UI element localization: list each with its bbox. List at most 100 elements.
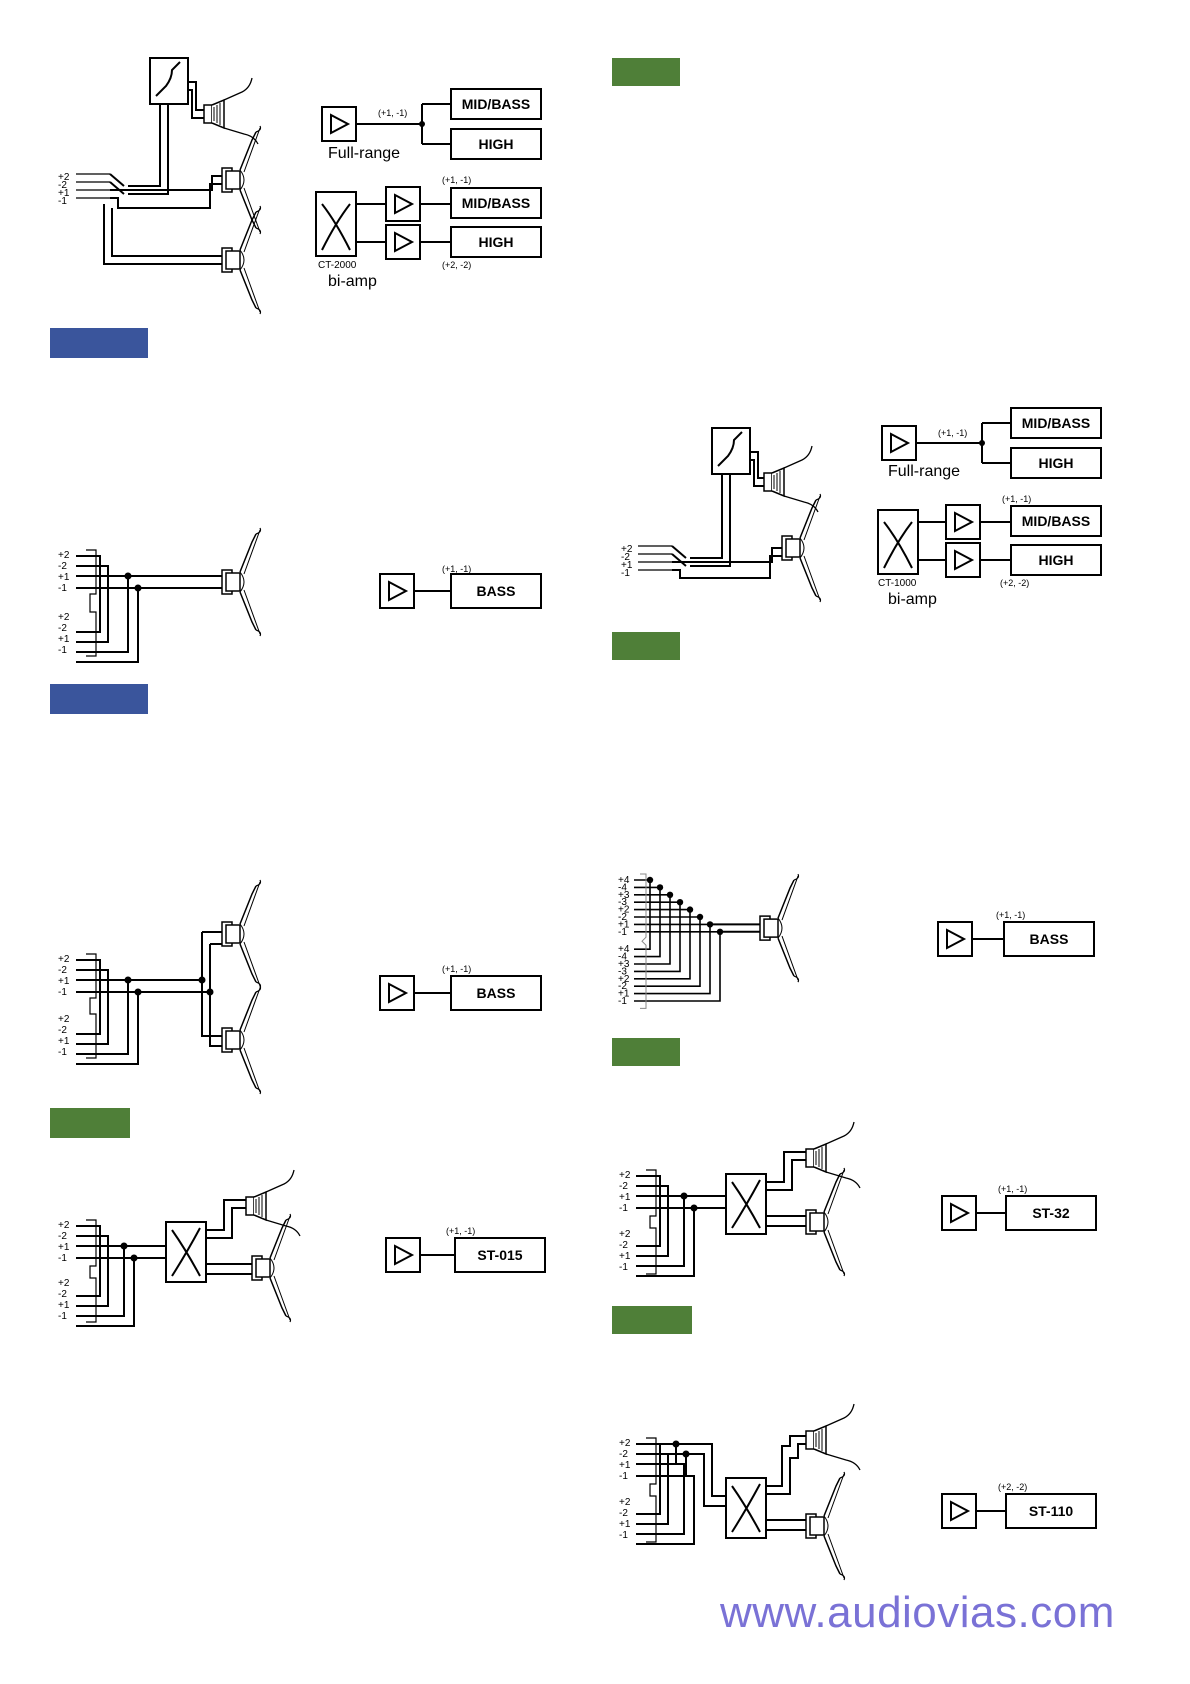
section-tab-green (612, 1038, 680, 1066)
svg-text:+1: +1 (619, 1251, 631, 1262)
terminal-label: +4 (618, 875, 630, 886)
svg-text:+2: +2 (619, 1497, 631, 1508)
svg-text:+2: +2 (58, 612, 70, 623)
svg-text:-2: -2 (619, 1449, 628, 1460)
svg-text:-1: -1 (619, 1471, 628, 1482)
svg-text:+2: +2 (619, 1438, 631, 1449)
junction-dot (676, 899, 684, 906)
st015-diagram: +2 -2 +1 -1 +2 -2 +1 -1 (58, 1169, 301, 1327)
svg-text:-2: -2 (621, 552, 630, 563)
terminal-label: -3 (618, 966, 627, 977)
terminal-label: -3 (618, 897, 627, 908)
svg-text:-2: -2 (58, 965, 67, 976)
amplifier-icon (385, 186, 421, 222)
st32-wiring: (+1, -1) ST-32 (941, 1184, 1097, 1231)
svg-text:-2: -2 (58, 1231, 67, 1242)
terminal-label: +2 (618, 905, 630, 916)
output-label: BASS (1030, 931, 1069, 947)
bass-single-wiring: (+1, -1) BASS (379, 564, 542, 609)
svg-text:-2: -2 (58, 561, 67, 572)
section-tab-green (612, 1306, 692, 1334)
amp-polarity-note: (+1, -1) (938, 428, 967, 438)
output-label: ST-110 (1029, 1503, 1074, 1519)
polarity-note: (+1, -1) (996, 910, 1025, 920)
svg-text:-1: -1 (58, 987, 67, 998)
junction-dot (686, 906, 694, 913)
amplifier-icon (945, 504, 981, 540)
svg-text:-2: -2 (58, 1025, 67, 1036)
section-tab-blue (50, 684, 148, 714)
svg-text:-1: -1 (58, 583, 67, 594)
output-label: ST-015 (477, 1247, 522, 1263)
speaker-icon (759, 873, 800, 983)
output-label: MID/BASS (1022, 415, 1090, 431)
output-label: MID/BASS (462, 195, 530, 211)
terminal-strip: +2 -2 +1 -1 (58, 172, 110, 207)
output-label: HIGH (479, 136, 514, 152)
svg-text:+2: +2 (58, 1278, 70, 1289)
terminal-label: -4 (618, 882, 627, 893)
svg-text:+2: +2 (58, 550, 70, 561)
tweeter-icon (203, 77, 259, 145)
svg-text:+1: +1 (58, 1300, 70, 1311)
terminal-label: +4 (618, 944, 630, 955)
st110-wiring: (+2, -2) ST-110 (941, 1482, 1097, 1529)
svg-text:+1: +1 (58, 1036, 70, 1047)
output-label: HIGH (1039, 455, 1074, 471)
speaker-icon (221, 985, 262, 1095)
svg-text:+1: +1 (619, 1519, 631, 1530)
amplifier-icon (945, 542, 981, 578)
bass-dual-diagram: +2 -2 +1 -1 +2 -2 +1 -1 (58, 879, 262, 1095)
polarity-note: (+2, -2) (442, 260, 471, 270)
svg-text:-2: -2 (619, 1240, 628, 1251)
svg-text:-1: -1 (619, 1203, 628, 1214)
amp-polarity-note: (+1, -1) (378, 108, 407, 118)
section-tab-blue (50, 328, 148, 358)
speaker-icon (805, 1167, 846, 1277)
bass-big-wiring: (+1, -1) BASS (937, 910, 1095, 957)
tweeter-icon (763, 445, 819, 513)
polarity-note: (+1, -1) (442, 964, 471, 974)
svg-text:-2: -2 (619, 1508, 628, 1519)
svg-text:-2: -2 (58, 1289, 67, 1300)
terminal-label: -1 (618, 927, 627, 938)
st015-wiring: (+1, -1) ST-015 (385, 1226, 546, 1273)
polarity-note: (+1, -1) (442, 564, 471, 574)
amplifier-icon (385, 1237, 421, 1273)
polarity-note: (+1, -1) (1002, 494, 1031, 504)
bass-big-diagram: +4-4+3-3+2-2+1-1+4-4+3-3+2-2+1-1 (618, 873, 800, 1009)
output-label: BASS (477, 583, 516, 599)
amplifier-icon (385, 224, 421, 260)
output-label: HIGH (479, 234, 514, 250)
polarity-note: (+2, -2) (998, 1482, 1027, 1492)
bi-amp-caption: bi-amp (888, 591, 937, 608)
terminal-label: -1 (58, 196, 67, 207)
polarity-note: (+1, -1) (446, 1226, 475, 1236)
section-tab-green (612, 58, 680, 86)
bass-single-diagram: +2 -2 +1 -1 +2 -2 +1 -1 (58, 527, 262, 663)
speaker-icon (251, 1213, 292, 1323)
amplifier-icon (379, 975, 415, 1011)
amplifier-icon (881, 425, 917, 461)
junction-dot (646, 876, 654, 884)
svg-text:-1: -1 (58, 1311, 67, 1322)
speaker-icon (221, 125, 262, 235)
svg-text:+1: +1 (619, 1460, 631, 1471)
output-label: BASS (477, 985, 516, 1001)
crossover-model: CT-2000 (318, 260, 357, 271)
output-label: ST-32 (1032, 1205, 1070, 1221)
terminal-label: +1 (618, 989, 630, 1000)
speaker-icon (221, 205, 262, 315)
svg-text:+1: +1 (58, 572, 70, 583)
svg-text:-1: -1 (58, 645, 67, 656)
twoway-right-diagram: +2 -2 +1 -1 (621, 427, 822, 603)
polarity-note: (+2, -2) (1000, 578, 1029, 588)
polarity-note: (+1, -1) (998, 1184, 1027, 1194)
svg-text:+1: +1 (619, 1192, 631, 1203)
full-range-caption: Full-range (328, 145, 400, 162)
svg-text:-1: -1 (619, 1262, 628, 1273)
junction-dot (696, 913, 704, 921)
svg-text:+1: +1 (621, 560, 633, 571)
website-url[interactable]: www.audiovias.com (720, 1588, 1115, 1637)
svg-text:+2: +2 (621, 544, 633, 555)
